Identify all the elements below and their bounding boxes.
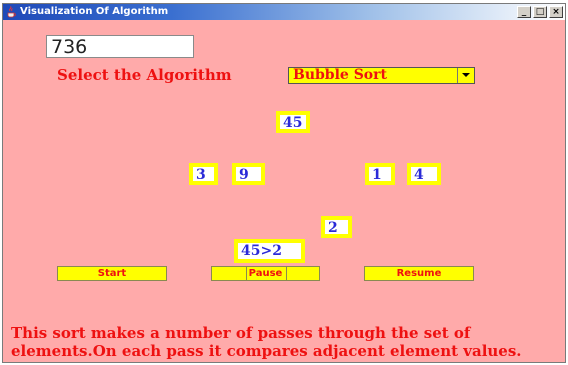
window-title: Visualization Of Algorithm [20,6,169,17]
algorithm-description: This sort makes a number of passes throu… [11,324,522,360]
algorithm-select[interactable]: Bubble Sort [288,67,475,84]
close-button[interactable]: × [549,6,563,18]
array-node-left-b: 9 [232,163,265,185]
array-node-left-a: 3 [189,163,218,185]
title-bar[interactable]: Visualization Of Algorithm _ □ × [3,4,565,20]
pause-button-label: Pause [248,268,283,279]
pause-button[interactable]: Pause [211,266,320,281]
java-cup-icon [7,6,17,18]
number-input[interactable] [46,35,194,58]
app-window: Visualization Of Algorithm _ □ × Select … [2,3,566,363]
comparison-node: 45>2 [234,239,305,263]
array-node-right-a: 1 [365,163,395,185]
start-button[interactable]: Start [57,266,167,281]
array-node-lower: 2 [321,216,352,238]
algorithm-label: Select the Algorithm [57,66,232,84]
array-node-right-b: 4 [407,163,441,185]
minimize-button[interactable]: _ [517,6,531,18]
chevron-down-icon[interactable] [457,68,474,83]
algorithm-selected-value: Bubble Sort [293,67,387,83]
button-divider [246,267,247,280]
resume-button[interactable]: Resume [364,266,474,281]
content-panel: Select the Algorithm Bubble Sort 45 3 9 … [3,20,565,362]
maximize-button[interactable]: □ [533,6,547,18]
array-node-top: 45 [276,111,310,133]
button-divider [286,267,287,280]
